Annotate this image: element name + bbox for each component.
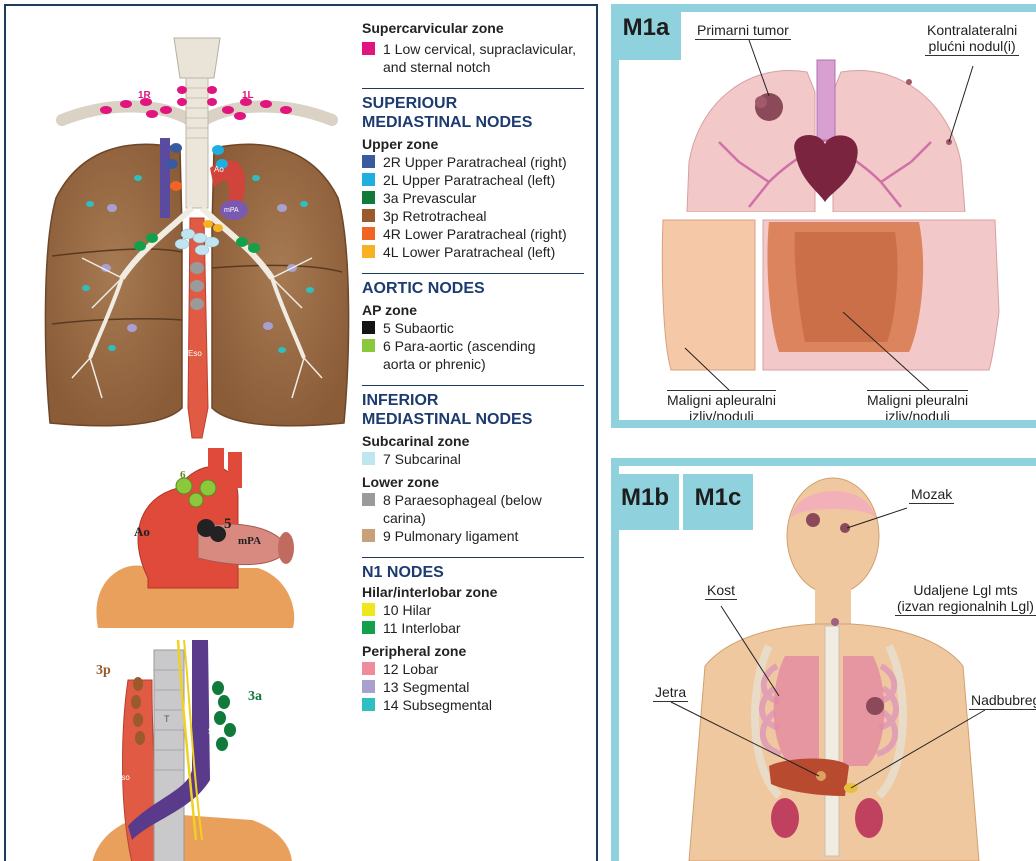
n1-nodes-title: N1 NODES [362, 563, 584, 582]
upper-zone-title: Upper zone [362, 136, 584, 153]
hilar-zone-title: Hilar/interlobar zone [362, 584, 584, 601]
lateral-mediastinum-illustration: 3p 3a SVC T Eso [92, 640, 292, 861]
legend-item-13: 13 Segmental [362, 678, 584, 696]
legend-item-4l: 4L Lower Paratracheal (left) [362, 243, 584, 261]
brain-label: Mozak [909, 486, 954, 504]
m1b-m1c-panel: M1b M1c Mozak Kost Udaljene Lgl mts (izv… [611, 458, 1036, 861]
legend-item-12: 12 Lobar [362, 660, 584, 678]
m1a-contralateral-label: Kontralateralni plućni nodul(i) [925, 22, 1019, 56]
lung-lymph-node-illustration: 1R 1L Ao mPA Eso [42, 28, 352, 440]
peripheral-zone-title: Peripheral zone [362, 643, 584, 660]
section-divider [362, 557, 584, 558]
ap-zone-title: AP zone [362, 302, 584, 319]
lat-label-t: T [164, 714, 170, 724]
m1b-m1c-panel-body: M1b M1c Mozak Kost Udaljene Lgl mts (izv… [619, 466, 1036, 861]
legend-item-10: 10 Hilar [362, 601, 584, 619]
label-mpa: mPA [224, 207, 239, 214]
legend-swatch [362, 42, 375, 55]
aortopulmonary-window-illustration: Ao 5 mPA 6 [88, 438, 298, 628]
lat-label-eso: Eso [116, 773, 130, 782]
subcarinal-zone-title: Subcarinal zone [362, 433, 584, 450]
lat-label-3p: 3p [96, 663, 111, 678]
m1a-lung-illustration [619, 12, 1036, 420]
legend-item-8: 8 Paraesophageal (below carina) [362, 491, 584, 527]
label-eso: Eso [188, 349, 202, 358]
legend-item-1: 1 Low cervical, supraclavicular, and ste… [362, 40, 584, 76]
legend-item-14: 14 Subsegmental [362, 696, 584, 714]
legend-item-3p: 3p Retrotracheal [362, 207, 584, 225]
m1a-pleural-label: Maligni pleuralni izliv/noduli [867, 390, 968, 420]
lower-zone-title: Lower zone [362, 474, 584, 491]
label-1l: 1L [242, 90, 254, 101]
inferior-mediastinal-title: INFERIOR MEDIASTINAL NODES [362, 391, 584, 429]
supraclavicular-zone-title: Supercarvicular zone [362, 20, 584, 37]
m1a-panel-body: M1a Primarni tumor Kontralateralni plućn… [619, 12, 1036, 420]
legend-item-5: 5 Subaortic [362, 319, 584, 337]
section-divider [362, 385, 584, 386]
m1a-apleural-label: Maligni apleuralni izliv/noduli [667, 390, 776, 420]
m1a-primary-tumor-label: Primarni tumor [695, 22, 791, 40]
adrenal-label: Nadbubreg [969, 692, 1036, 710]
ap-label-ao: Ao [134, 524, 150, 539]
m1c-tag: M1c [683, 474, 753, 530]
superior-mediastinal-title: SUPERIOUR MEDIASTINAL NODES [362, 94, 584, 132]
label-1r: 1R [138, 90, 152, 101]
m1a-tag: M1a [619, 12, 681, 60]
legend-item-11: 11 Interlobar [362, 619, 584, 637]
ap-label-6: 6 [180, 469, 186, 481]
lymph-node-map-panel: 1R 1L Ao mPA Eso Ao 5 mPA 6 3p 3a SVC T … [4, 4, 598, 861]
legend-item-3a: 3a Prevascular [362, 189, 584, 207]
m1a-panel: M1a Primarni tumor Kontralateralni plućn… [611, 4, 1036, 428]
lymph-node-legend: Supercarvicular zone 1 Low cervical, sup… [362, 20, 584, 714]
legend-item-4r: 4R Lower Paratracheal (right) [362, 225, 584, 243]
label-ao: Ao [214, 165, 224, 174]
legend-item-2l: 2L Upper Paratracheal (left) [362, 171, 584, 189]
legend-item-2r: 2R Upper Paratracheal (right) [362, 153, 584, 171]
ap-label-5: 5 [224, 516, 232, 532]
legend-item-6: 6 Para-aortic (ascending aorta or phreni… [362, 337, 584, 373]
aortic-nodes-title: AORTIC NODES [362, 279, 584, 298]
section-divider [362, 88, 584, 89]
legend-item-9: 9 Pulmonary ligament [362, 527, 584, 545]
distant-lymph-nodes-label: Udaljene Lgl mts (izvan regionalnih Lgl) [895, 582, 1036, 616]
body-metastases-illustration [619, 466, 1036, 861]
liver-label: Jetra [653, 684, 688, 702]
section-divider [362, 273, 584, 274]
m1b-tag: M1b [619, 474, 679, 530]
bone-label: Kost [705, 582, 737, 600]
legend-item-7: 7 Subcarinal [362, 450, 584, 468]
lat-label-svc: SVC [208, 727, 225, 736]
ap-label-mpa: mPA [238, 535, 261, 547]
lat-label-3a: 3a [248, 689, 262, 704]
